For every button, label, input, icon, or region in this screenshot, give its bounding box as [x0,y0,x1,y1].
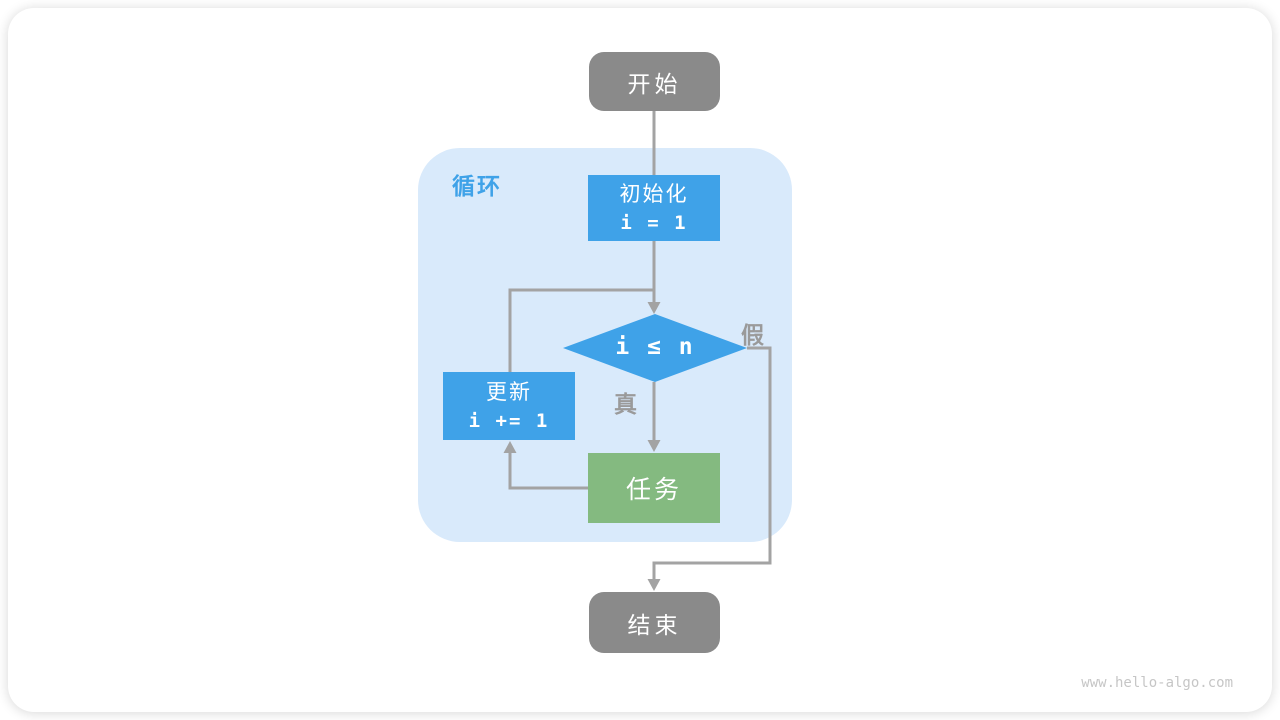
arrowhead-into-update [503,441,517,453]
init-node-code: i = 1 [620,211,688,234]
arrowhead-into-cond [647,302,661,314]
start-node-label: 开始 [627,70,682,97]
update-node: 更新 i += 1 [443,372,575,440]
end-node: 结束 [589,592,720,653]
start-node: 开始 [589,52,720,111]
init-node-title: 初始化 [619,183,689,207]
end-node-label: 结束 [627,611,682,638]
false-edge-label: 假 [741,322,764,348]
task-node: 任务 [588,453,720,523]
loop-label: 循环 [452,173,502,199]
watermark: www.hello-algo.com [1081,675,1233,691]
edge-false-to-end [652,346,772,580]
update-node-title: 更新 [486,381,532,405]
task-node-label: 任务 [625,476,682,504]
arrowhead-into-task [647,440,661,452]
condition-label: i ≤ n [615,334,695,360]
edge-loopback [508,288,654,372]
update-node-code: i += 1 [468,409,550,432]
edge-task-to-update [508,452,588,490]
arrowhead-into-end [647,579,661,591]
true-edge-label: 真 [614,391,637,417]
init-node: 初始化 i = 1 [588,175,720,241]
condition-diamond [563,314,747,382]
